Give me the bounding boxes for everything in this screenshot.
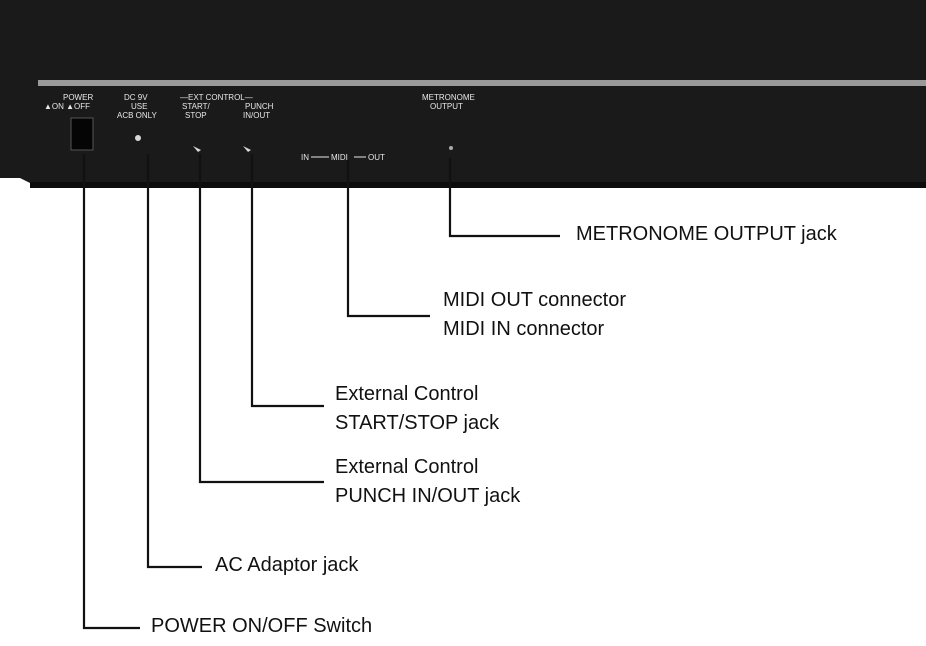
metronome-label-line1: METRONOME [422,93,475,102]
callout-ext-start-stop: External Control START/STOP jack [335,380,499,438]
callout-midi-in: MIDI IN connector [443,315,626,344]
device-top-strip [38,80,926,86]
midi-out-label: OUT [368,153,385,162]
start-stop-label-line2: STOP [185,111,207,120]
ext-control-label: —EXT CONTROL— [180,93,253,102]
callout-midi: MIDI OUT connector MIDI IN connector [443,286,626,344]
dc-label-line3: ACB ONLY [117,111,158,120]
callout-ext-punch-line1: External Control [335,453,520,482]
device-bottom-edge [30,182,926,188]
dc-jack[interactable] [135,135,141,141]
leader-power [84,154,140,628]
start-stop-label-line1: START/ [182,102,210,111]
midi-label: MIDI [331,153,348,162]
callout-ext-punch: External Control PUNCH IN/OUT jack [335,453,520,511]
punch-label-line1: PUNCH [245,102,274,111]
power-switch[interactable] [71,118,93,150]
callout-ac-adaptor: AC Adaptor jack [215,551,358,580]
callout-ext-punch-line2: PUNCH IN/OUT jack [335,482,520,511]
leader-ext-start-stop [252,154,324,406]
dc-label-line2: USE [131,102,147,111]
power-label: POWER [63,93,93,102]
callout-ext-start-stop-line1: External Control [335,380,499,409]
callout-metronome-text: METRONOME OUTPUT jack [576,220,837,249]
leader-ac-adaptor [148,154,202,567]
callout-ac-adaptor-text: AC Adaptor jack [215,551,358,580]
power-states-label: ▲ON ▲OFF [44,102,90,111]
metronome-jack[interactable] [449,146,453,150]
metronome-label-line2: OUTPUT [430,102,463,111]
callout-midi-out: MIDI OUT connector [443,286,626,315]
callout-ext-start-stop-line2: START/STOP jack [335,409,499,438]
dc-label-line1: DC 9V [124,93,148,102]
midi-in-label: IN [301,153,309,162]
callout-metronome: METRONOME OUTPUT jack [576,220,837,249]
callout-power: POWER ON/OFF Switch [151,612,372,641]
punch-label-line2: IN/OUT [243,111,270,120]
callout-power-text: POWER ON/OFF Switch [151,612,372,641]
leader-ext-punch [200,154,324,482]
